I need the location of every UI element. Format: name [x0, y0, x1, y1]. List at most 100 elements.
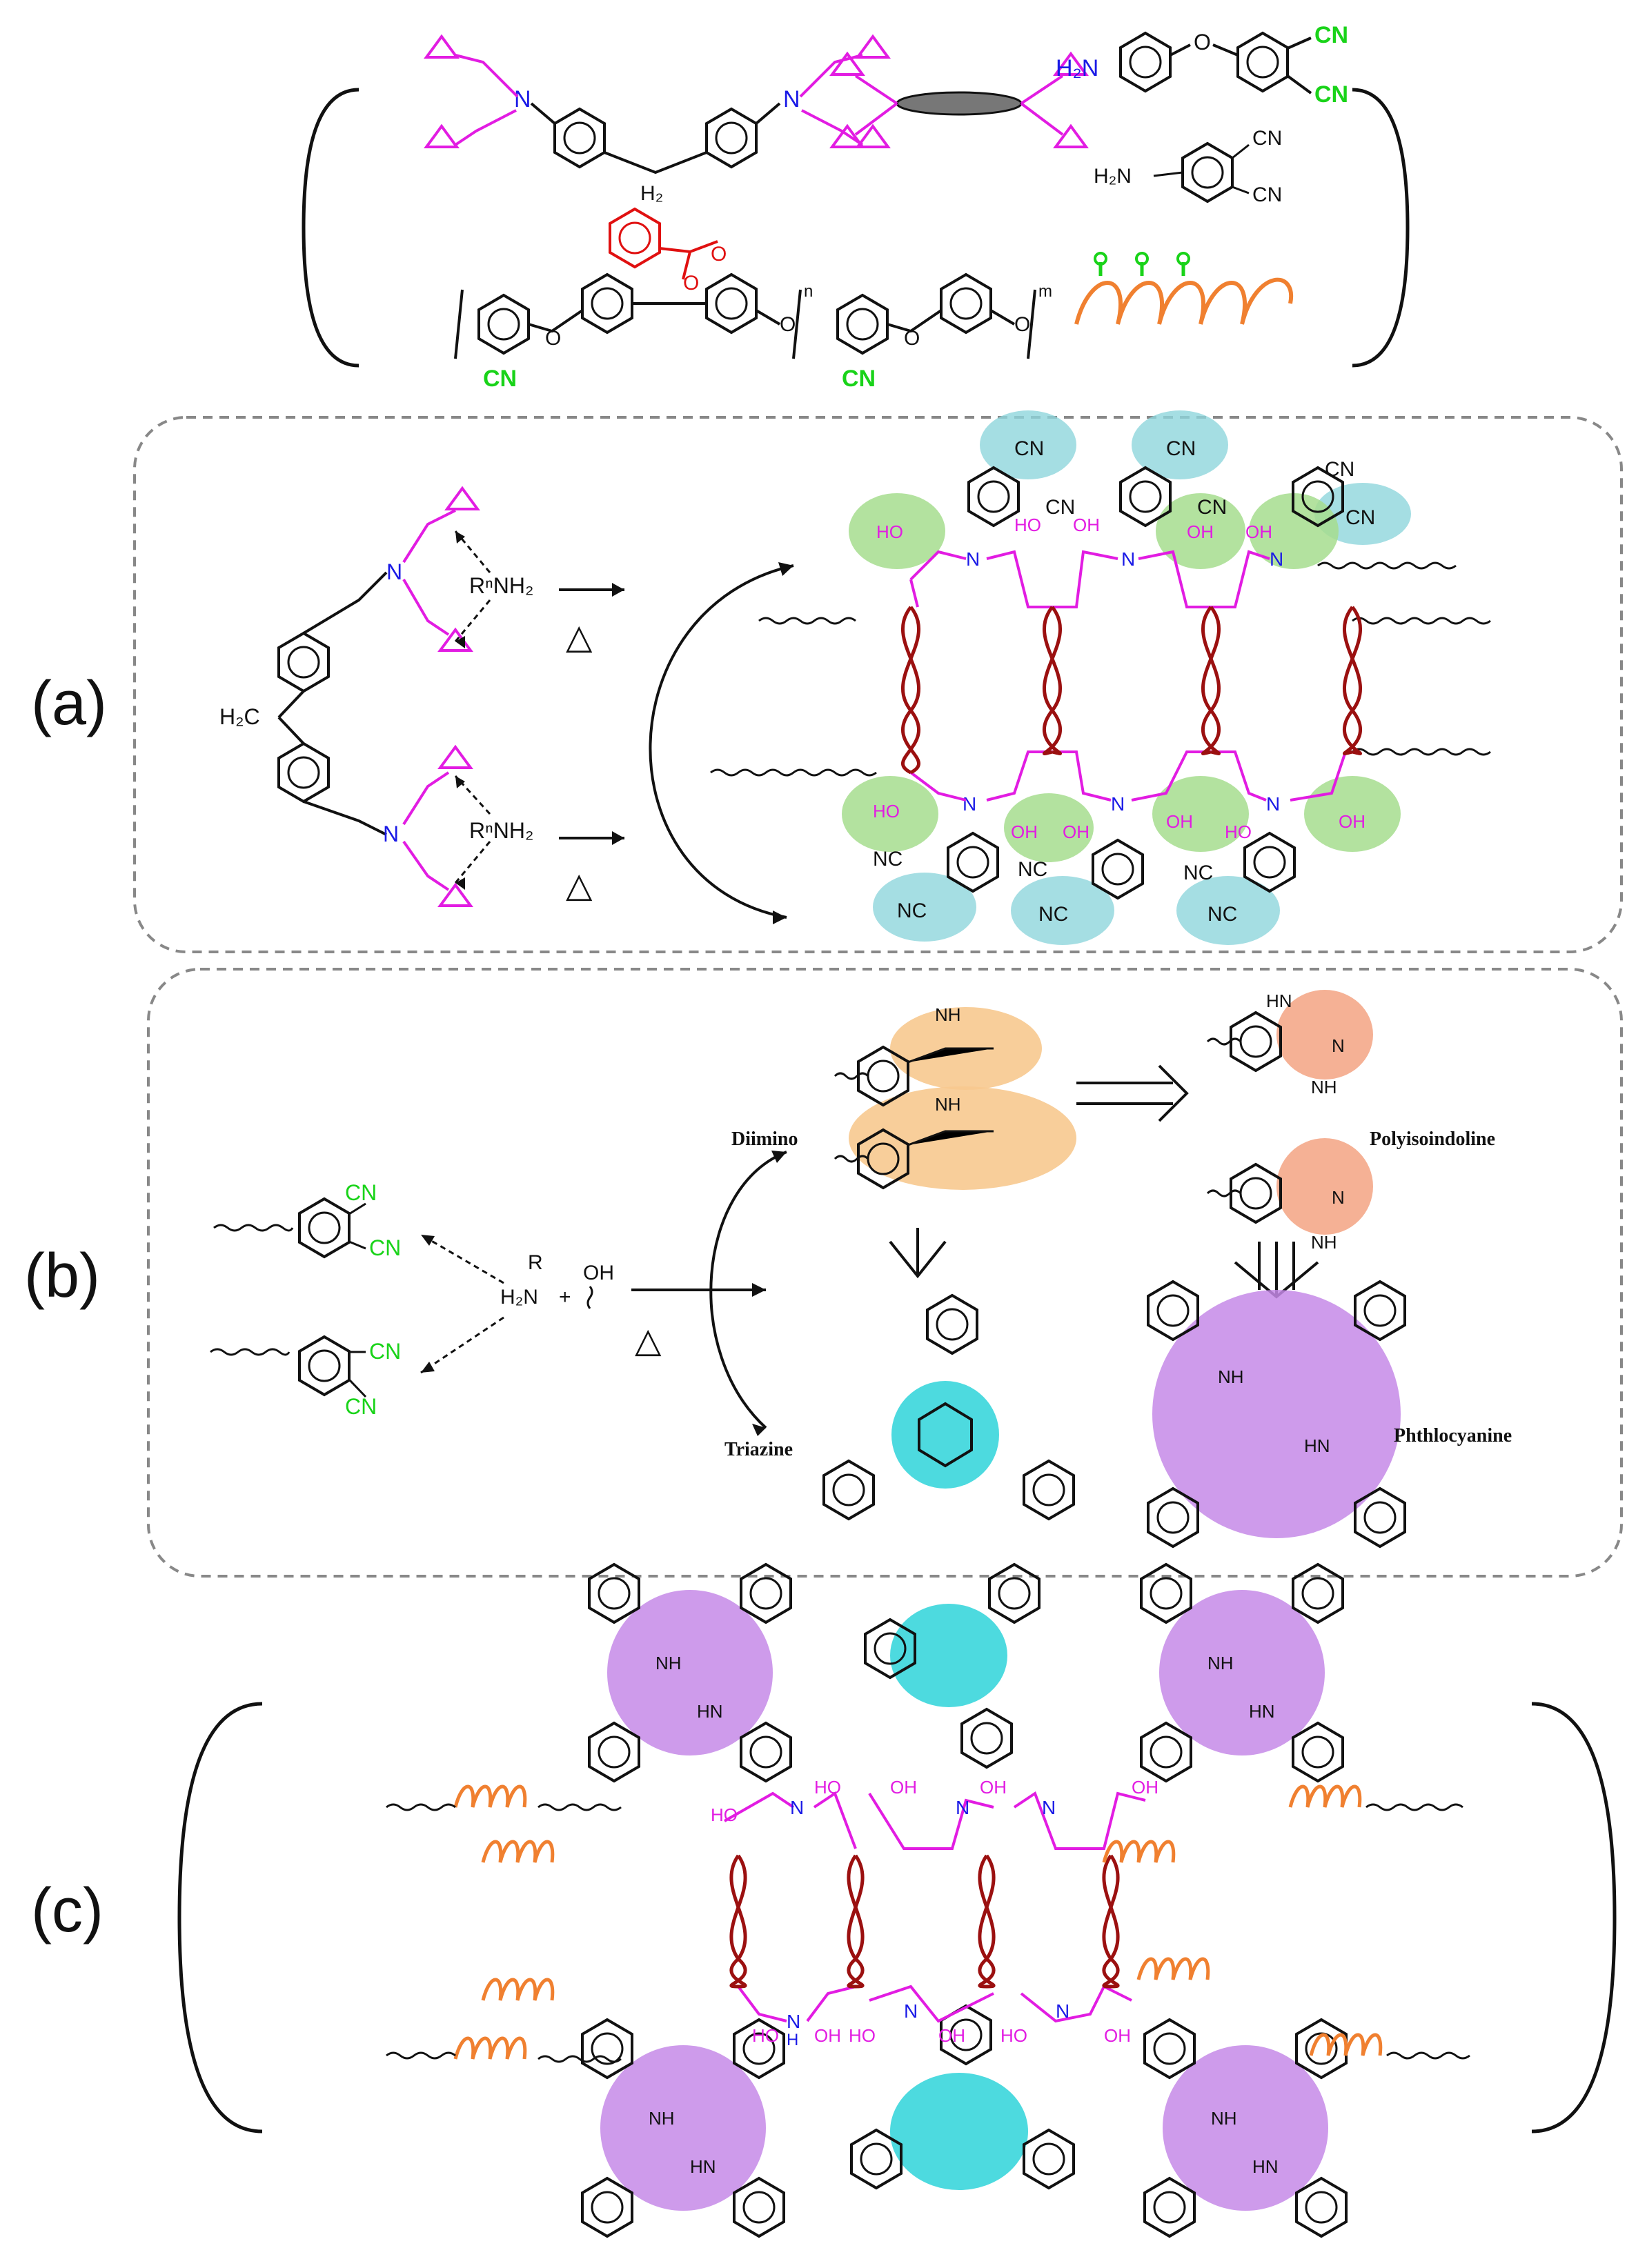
ho-label: HO	[711, 1804, 738, 1825]
triazine-product: Triazine	[724, 1294, 1075, 1520]
nh-label: NH	[1311, 1077, 1337, 1097]
heat-symbol: △	[635, 1321, 662, 1360]
amine-reagent-top: RⁿNH₂ △	[454, 530, 624, 656]
cn-label: CN	[842, 366, 876, 392]
ho-label: HO	[876, 521, 903, 542]
h2c-label: H₂C	[219, 704, 260, 729]
hn-label: HN	[697, 1701, 723, 1722]
panel-a-border	[133, 416, 1623, 953]
nh-label: NH	[935, 1094, 961, 1115]
cn-label: CN	[1325, 458, 1354, 481]
ho-label: HO	[1000, 2025, 1027, 2046]
cn-label: CN	[369, 1339, 401, 1364]
n-label: N	[956, 1797, 969, 1818]
rnh2-label: RⁿNH₂	[469, 818, 533, 843]
panel-a: (a) H₂C N N RⁿNH₂ △ RⁿNH₂	[31, 410, 1623, 953]
heat-symbol: △	[566, 866, 593, 904]
n-label: N	[1042, 1797, 1056, 1818]
hn-label: HN	[1252, 2156, 1279, 2177]
cn-label: CN	[1252, 183, 1282, 206]
oh-label: OH	[1132, 1777, 1158, 1798]
helical-polymer	[1074, 252, 1294, 325]
tgddm-reactant: H₂C N N	[219, 487, 479, 907]
nh-label: NH	[1211, 2108, 1237, 2129]
panel-a-label: (a)	[31, 669, 107, 738]
o-label: O	[904, 327, 920, 350]
network-a: CN CN CN CN CN CN NC NC NC NC NC NC N N …	[710, 410, 1491, 945]
nh2-label: H₂N	[1056, 55, 1098, 81]
h2n-label: H₂N	[500, 1286, 538, 1309]
o-label: O	[545, 327, 561, 350]
oh-label: OH	[890, 1777, 917, 1798]
cn-label: CN	[1252, 127, 1282, 150]
nc-label: NC	[897, 899, 927, 922]
cn-label: CN	[1045, 496, 1075, 519]
cn-label: CN	[1166, 437, 1196, 460]
o-label: O	[1194, 30, 1211, 54]
oh-label: OH	[1073, 515, 1100, 535]
diimino-label: Diimino	[731, 1128, 798, 1150]
oh-label: OH	[1339, 811, 1365, 832]
amine-hydroxyl-reagents: R H₂N + OH △	[420, 1151, 787, 1436]
n-label: N	[514, 86, 531, 112]
polyisoindoline-label: Polyisoindoline	[1370, 1128, 1495, 1150]
monomer-bracket: N N H₂ H₂N O CN CN	[302, 22, 1410, 392]
n-label: N	[386, 559, 402, 584]
nc-label: NC	[873, 848, 903, 871]
n-label: N	[790, 1797, 804, 1818]
reaction-curved-arrow	[649, 564, 794, 919]
o-label: O	[780, 313, 796, 336]
aminophthalonitrile: H₂N CN CN	[1094, 127, 1282, 206]
panel-b: (b) CN CN CN CN R H₂N + OH △	[24, 968, 1623, 1578]
phthalonitrile-polymer: O O O O O O n m CN CN	[454, 207, 1052, 392]
nh-label: NH	[649, 2108, 675, 2129]
h-label: H	[787, 2031, 798, 2049]
n-label: N	[783, 86, 800, 112]
cn-label: CN	[483, 366, 517, 392]
n-label: N	[1332, 1187, 1345, 1208]
nc-label: NC	[1207, 903, 1237, 926]
oh-label: OH	[938, 2025, 965, 2046]
hn-label: HN	[690, 2156, 716, 2177]
c-left-bracket	[177, 1702, 263, 2133]
cn-label: CN	[1345, 506, 1375, 529]
nh-label: NH	[655, 1653, 682, 1673]
phthalocyanine-product: NH HN Phthlocyanine	[1147, 1280, 1512, 1548]
polyisoindoline: HN N N NH NH Polyisoindoline	[1206, 990, 1495, 1253]
ho-label: HO	[752, 2025, 779, 2046]
plus-sign: +	[559, 1286, 571, 1309]
aminophenoxy-phthalonitrile: H₂N O CN CN	[1056, 22, 1348, 108]
amine-reagent-bottom: RⁿNH₂ △	[454, 775, 624, 904]
nc-label: NC	[1038, 903, 1068, 926]
n-label: N	[1332, 1035, 1345, 1056]
oh-label: OH	[1245, 521, 1272, 542]
n-label: N	[1270, 548, 1283, 570]
cn-label: CN	[369, 1235, 401, 1260]
ho-label: HO	[873, 801, 900, 822]
tgddm-molecule: N N H₂	[425, 35, 889, 205]
arrow-to-polyisoindoline	[1076, 1064, 1189, 1122]
h2-label: H₂	[640, 182, 663, 205]
nc-label: NC	[1183, 862, 1213, 884]
oh-label: OH	[980, 1777, 1007, 1798]
oh-label: OH	[1166, 811, 1193, 832]
nh-label: NH	[1218, 1366, 1244, 1387]
oh-label: OH	[1187, 521, 1214, 542]
panel-c: (c)	[31, 1563, 1617, 2238]
cn-label: CN	[1314, 81, 1348, 108]
r-label: R	[528, 1251, 543, 1274]
arrow-to-phthalocyanine	[1234, 1242, 1319, 1299]
c-right-bracket	[1531, 1702, 1617, 2133]
ho-label: HO	[1014, 515, 1041, 535]
n-label: N	[966, 548, 980, 570]
nh-label: NH	[935, 1004, 961, 1025]
nh-label: NH	[1311, 1232, 1337, 1253]
n-label: N	[1056, 2000, 1069, 2022]
arrow-to-triazine	[889, 1228, 947, 1279]
oh-label: OH	[814, 2025, 841, 2046]
cn-label: CN	[345, 1180, 377, 1205]
n-label: N	[1111, 793, 1125, 815]
cn-label: CN	[1314, 22, 1348, 48]
